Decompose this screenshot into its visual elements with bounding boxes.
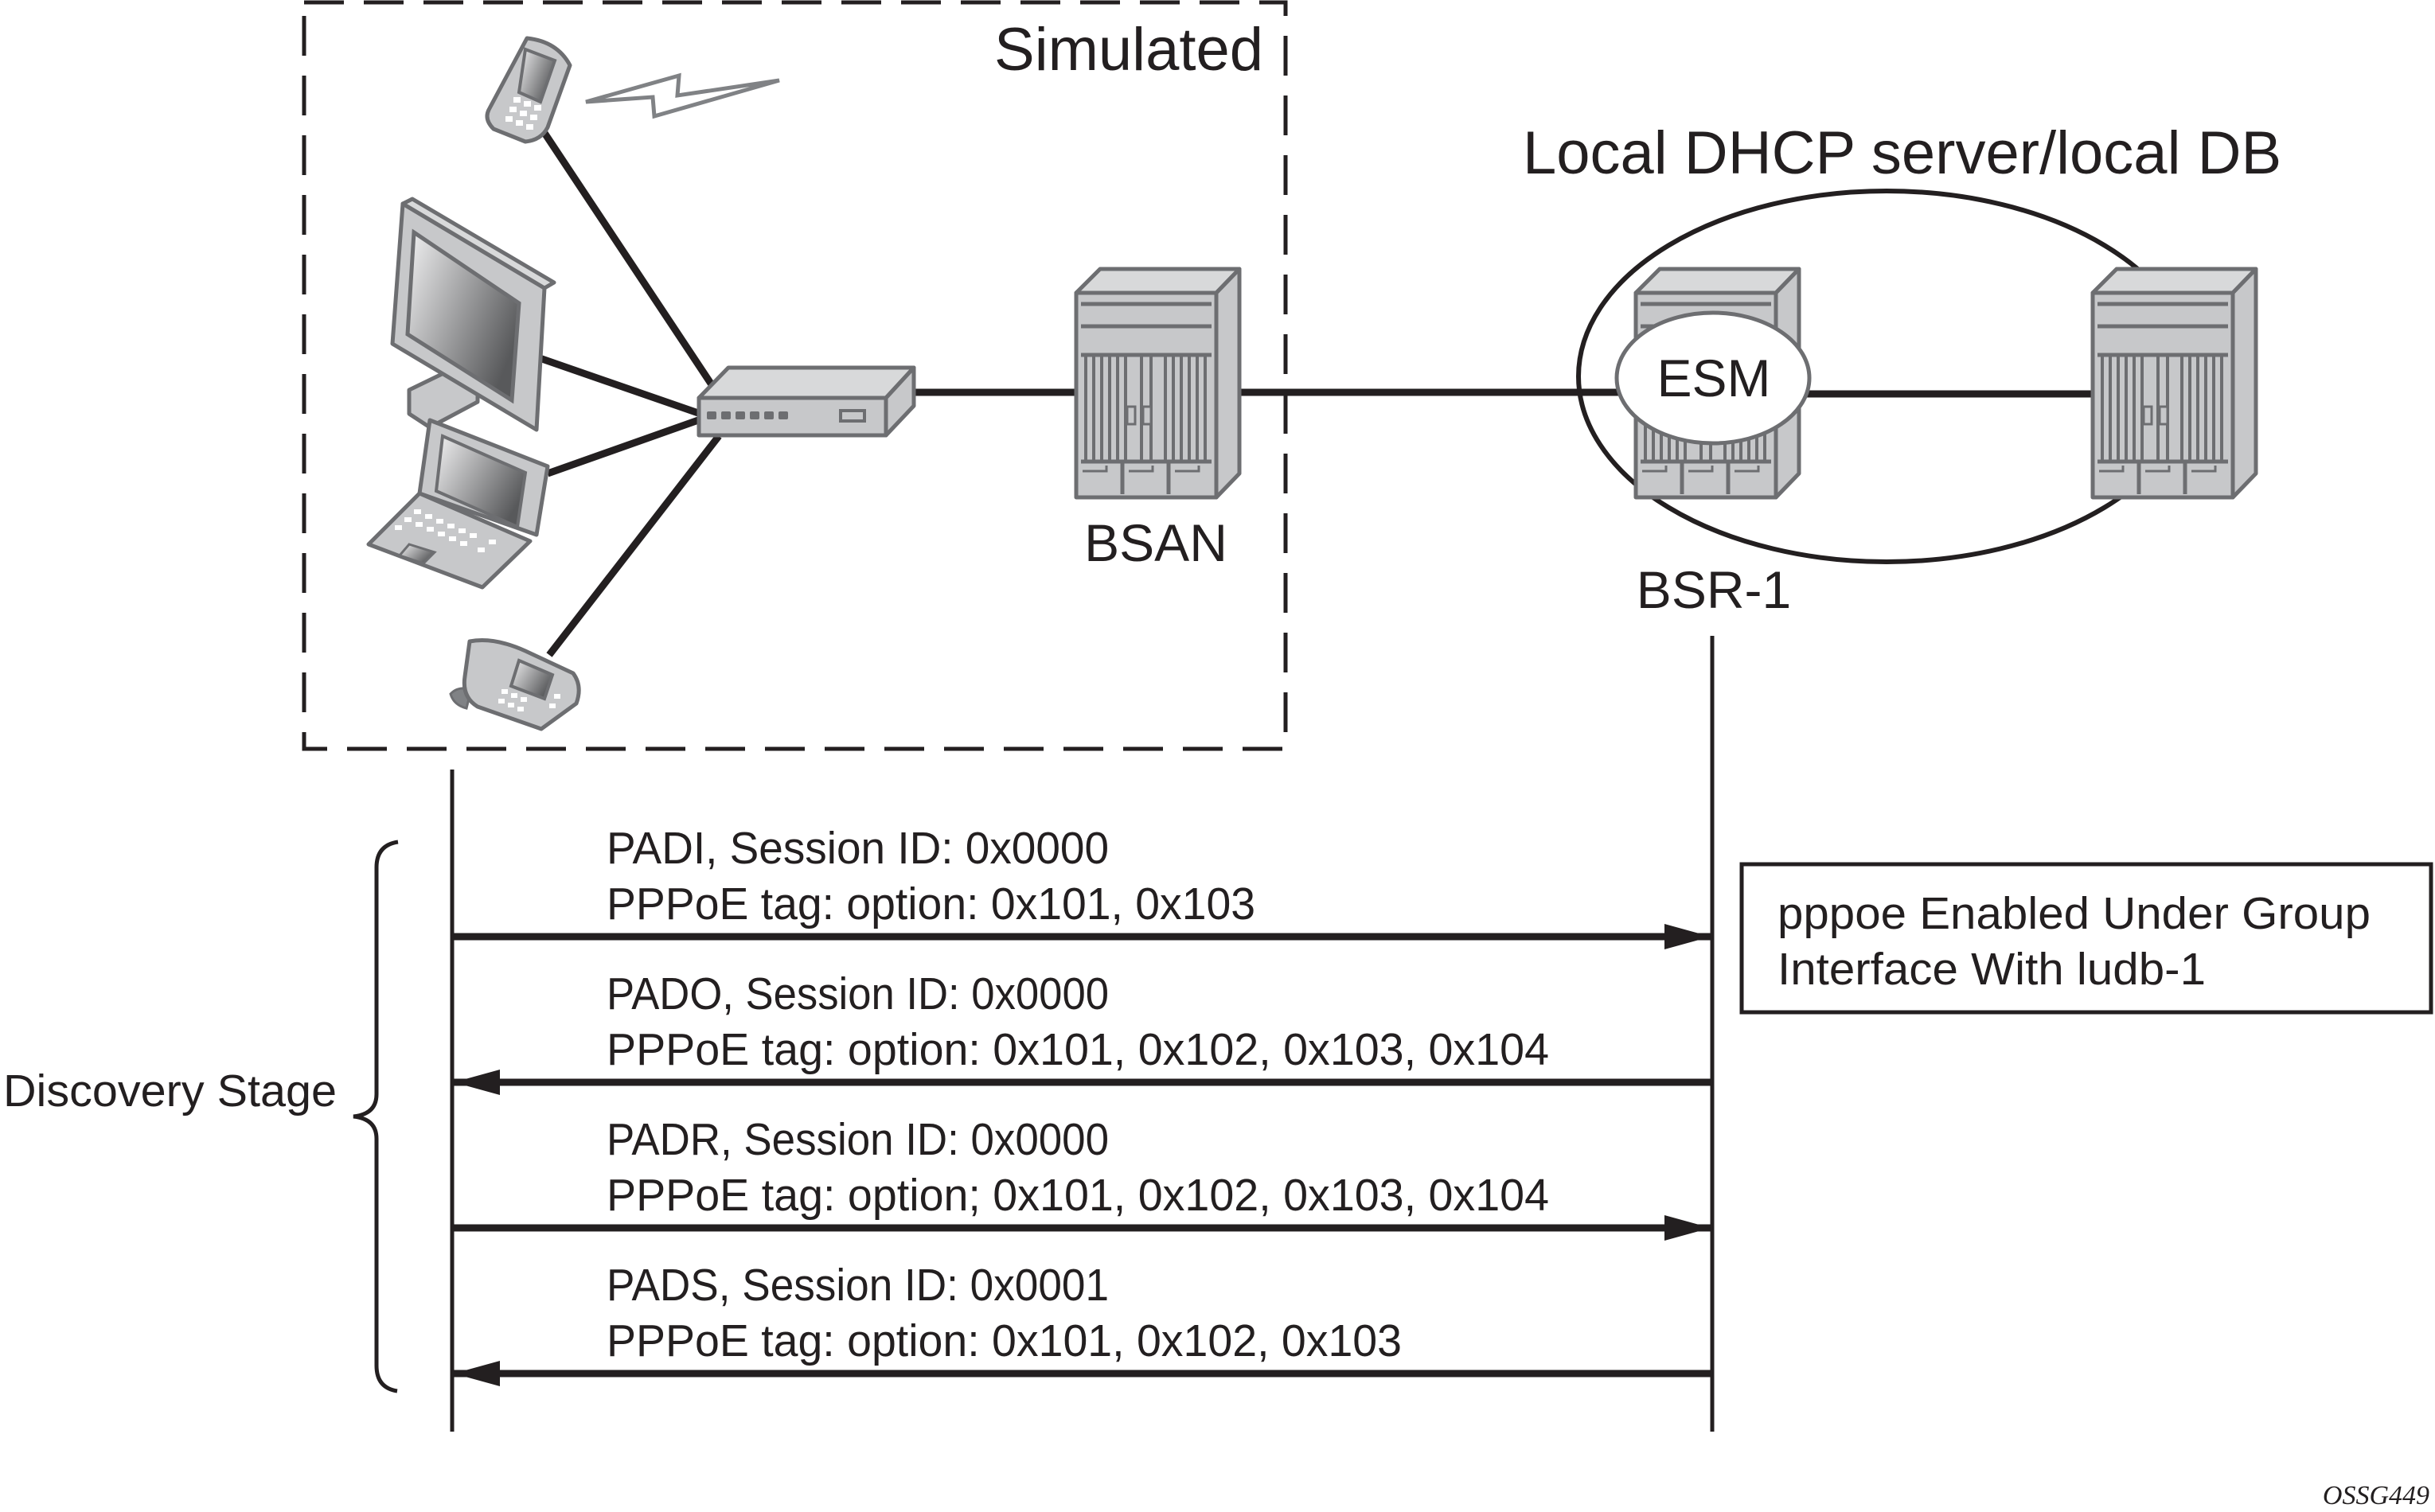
wireless-signal-icon xyxy=(585,72,780,119)
laptop-icon xyxy=(366,418,550,590)
network-links xyxy=(538,131,2093,657)
message-header: PADI, Session ID: 0x0000 xyxy=(607,823,1109,874)
message-tags: PPPoE tag: option: 0x101, 0x102, 0x103, … xyxy=(607,1024,1549,1075)
bsr1-label: BSR-1 xyxy=(1637,560,1791,619)
peer-router-icon xyxy=(2093,269,2256,497)
discovery-stage-label: Discovery Stage xyxy=(3,1066,337,1116)
simulated-region-label: Simulated xyxy=(994,16,1263,84)
figure-id: OSSG449 xyxy=(2323,1481,2429,1510)
config-note-box xyxy=(1739,862,2433,1015)
link-laptop-switch xyxy=(546,415,702,477)
bsan-label: BSAN xyxy=(1084,513,1227,572)
discovery-stage-brace xyxy=(353,840,399,1393)
message-tags: PPPoE tag: option; 0x101, 0x102, 0x103, … xyxy=(607,1170,1549,1221)
bsan-router-icon xyxy=(1076,269,1239,497)
desk-phone-icon xyxy=(449,638,581,731)
esm-badge xyxy=(1614,310,1812,446)
mobile-phone-icon xyxy=(485,36,572,144)
simulated-region-box xyxy=(302,0,1288,751)
monitor-icon xyxy=(390,197,556,432)
access-switch-icon xyxy=(697,365,916,438)
esm-badge-label: ESM xyxy=(1657,349,1770,407)
local-db-region-label: Local DHCP server/local DB xyxy=(1523,119,2281,187)
message-header: PADS, Session ID: 0x0001 xyxy=(607,1260,1109,1311)
message-tags: PPPoE tag: option: 0x101, 0x103 xyxy=(607,879,1255,929)
link-mobile-switch xyxy=(541,131,724,400)
config-note-line-1: pppoe Enabled Under Group xyxy=(1777,888,2371,939)
link-deskphone-switch xyxy=(546,434,722,657)
link-monitor-switch xyxy=(538,354,702,418)
message-header: PADO, Session ID: 0x0000 xyxy=(607,968,1109,1019)
message-tags: PPPoE tag: option: 0x101, 0x102, 0x103 xyxy=(607,1315,1402,1366)
config-note-line-2: Interface With ludb-1 xyxy=(1777,944,2206,995)
message-header: PADR, Session ID: 0x0000 xyxy=(607,1114,1109,1165)
